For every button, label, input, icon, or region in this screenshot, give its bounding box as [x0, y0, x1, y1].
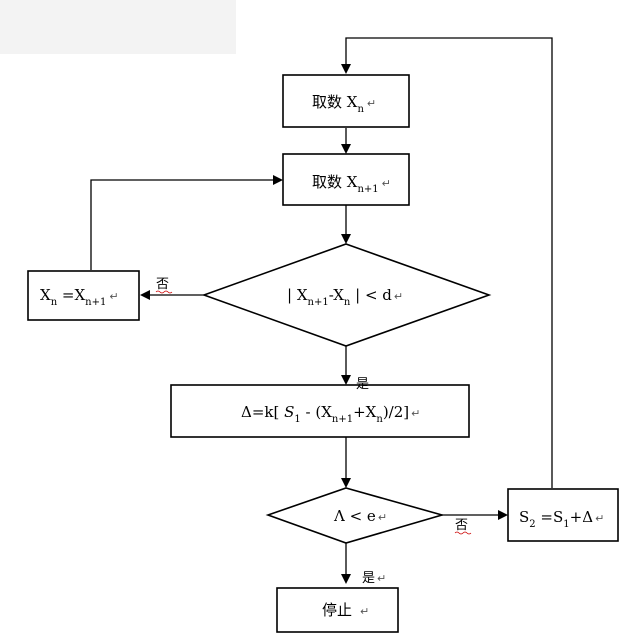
node-assign	[27, 270, 140, 321]
label-yes-1: 是	[356, 377, 369, 392]
node-fetch-xn1	[282, 153, 410, 206]
node-update-s2-text: S2 =S1+Δ↵	[519, 508, 604, 530]
corner-highlight	[0, 0, 236, 54]
node-decision-threshold	[201, 243, 492, 347]
node-stop-text: 停止↵	[322, 601, 369, 619]
label-no-2-squiggle	[454, 531, 472, 535]
node-fetch-xn1-text: 取数 Xn+1↵	[312, 173, 391, 195]
node-assign-text: Xn =Xn+1↵	[40, 286, 119, 308]
label-no-1-squiggle	[155, 290, 173, 294]
node-decision-converge	[265, 487, 445, 544]
node-delta	[170, 384, 470, 438]
node-update-s2	[507, 488, 619, 542]
label-yes-2: 是↵	[362, 571, 386, 586]
node-decision-converge-text: Λ < e↵	[333, 507, 387, 525]
arrow-assign-back	[90, 175, 283, 270]
node-fetch-xn	[282, 74, 410, 128]
node-stop	[276, 587, 399, 633]
loop-back-arrow	[341, 37, 553, 488]
node-fetch-xn-text: 取数 Xn↵	[312, 93, 376, 115]
node-decision-threshold-text: | Xn+1-Xn | < d↵	[287, 286, 403, 308]
node-delta-text: Δ=k[ S1 - (Xn+1+Xn)/2]↵	[241, 403, 420, 425]
label-no-2: 否	[455, 518, 468, 533]
label-no-1: 否	[156, 277, 169, 292]
